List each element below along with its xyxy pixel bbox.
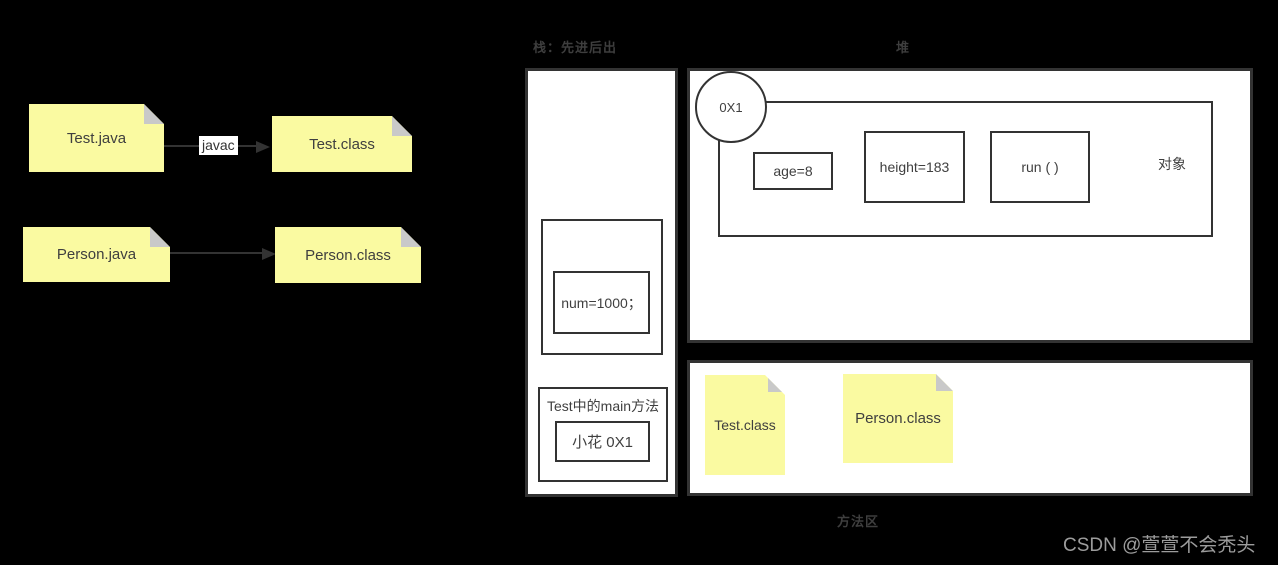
note-person-java: Person.java [23, 227, 170, 282]
stack-panel: num=1000； Test中的main方法 小花 0X1 [525, 68, 678, 497]
note-fold-corner [768, 375, 785, 392]
watermark: CSDN @萱萱不会秃头 [1063, 535, 1256, 556]
field-age-box: age=8 [753, 152, 833, 190]
ref-var-value: 小花 0X1 [572, 434, 633, 451]
stack-frame-main: Test中的main方法 小花 0X1 [538, 387, 668, 482]
javac-arrow-head-icon [256, 141, 270, 153]
field-age-value: age=8 [773, 163, 813, 179]
field-height-box: height=183 [864, 131, 965, 203]
object-label: 对象 [1158, 156, 1186, 172]
note-method-person-class: Person.class [843, 374, 953, 463]
object-ref-value: 0X1 [719, 99, 743, 115]
note-fold-corner [150, 227, 170, 247]
note-fold-corner [392, 116, 412, 136]
method-area-panel: Test.class Person.class [687, 360, 1253, 496]
note-test-java-label: Test.java [66, 129, 127, 147]
method-run-box: run ( ) [990, 131, 1090, 203]
note-fold-corner [936, 374, 953, 391]
note-person-java-label: Person.java [56, 246, 137, 263]
stack-frame-num: num=1000； [541, 219, 663, 355]
ref-var-box: 小花 0X1 [555, 421, 650, 462]
compile-arrow-line [170, 252, 262, 254]
note-test-class: Test.class [272, 116, 412, 172]
note-person-class: Person.class [275, 227, 421, 283]
object-ref-circle: 0X1 [695, 71, 767, 143]
num-value-box: num=1000； [553, 271, 650, 334]
note-method-test-class: Test.class [705, 375, 785, 475]
note-fold-corner [401, 227, 421, 247]
javac-label: javac [199, 136, 238, 155]
heap-section-label: 堆 [896, 40, 911, 55]
num-value: num=1000； [561, 294, 642, 311]
note-person-class-label: Person.class [305, 246, 391, 264]
note-method-person-class-label: Person.class [855, 410, 941, 427]
field-height-value: height=183 [879, 159, 950, 175]
compile-arrow-head-icon [262, 248, 276, 260]
main-method-title: Test中的main方法 [546, 398, 660, 414]
object-box: age=8 height=183 run ( ) 对象 [718, 101, 1213, 237]
method-area-section-label: 方法区 [837, 514, 880, 529]
note-fold-corner [144, 104, 164, 124]
method-run-value: run ( ) [1021, 159, 1059, 175]
note-test-class-label: Test.class [309, 135, 375, 153]
stack-section-label: 栈：先进后出 [533, 40, 618, 55]
note-method-test-class-label: Test.class [714, 417, 776, 433]
note-test-java: Test.java [29, 104, 164, 172]
heap-panel: age=8 height=183 run ( ) 对象 0X1 [687, 68, 1253, 343]
